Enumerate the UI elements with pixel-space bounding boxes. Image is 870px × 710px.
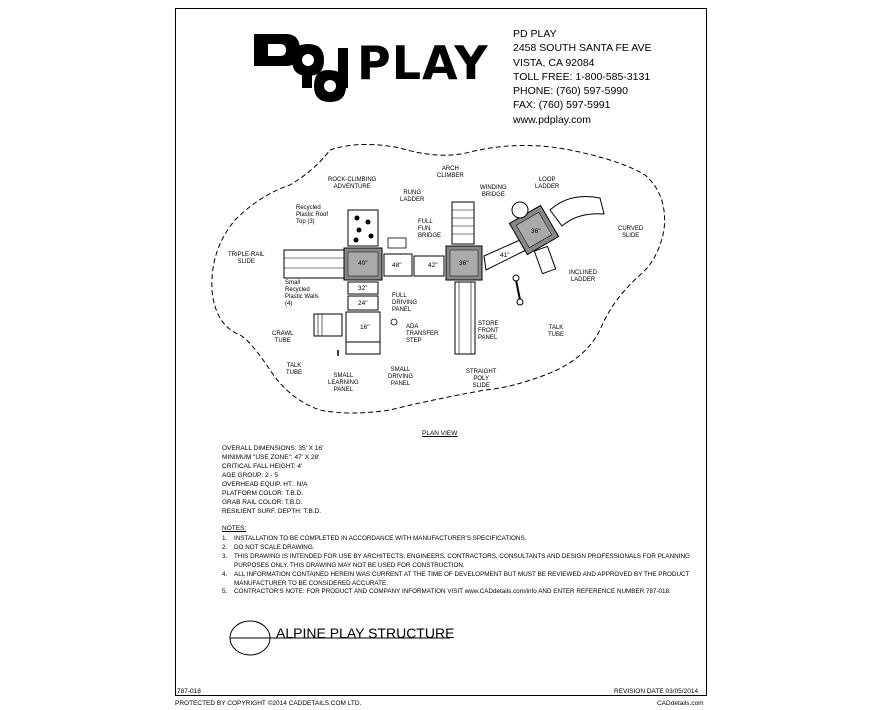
plan-view-caption: PLAN VIEW (422, 430, 458, 437)
inclined-ladder (533, 245, 557, 275)
spec-age-group: AGE GROUP: 2 - 5 (222, 472, 278, 479)
arch-climber (451, 201, 475, 245)
drawing-sheet-border (175, 8, 707, 696)
dim-deck-36-center: 36" (459, 260, 469, 267)
dim-deck-40: 40" (358, 260, 368, 267)
company-fax: FAX: (760) 597-5991 (513, 99, 611, 112)
company-tollfree: TOLL FREE: 1-800-585-3131 (513, 70, 651, 83)
pd-logo-mark (254, 34, 348, 102)
triple-rail-slide (283, 249, 347, 279)
straight-poly-slide (454, 281, 476, 355)
revision-date: REVISION DATE 03/05/2014 (614, 688, 699, 695)
spec-overhead-height: OVERHEAD EQUIP. HT.: N/A (222, 481, 308, 488)
company-info: PD PLAY 2458 SOUTH SANTA FE AVE VISTA, C… (513, 27, 652, 127)
spec-overall-dimensions: OVERALL DIMENSIONS: 35' X 16' (222, 445, 324, 452)
ada-icon (390, 318, 398, 326)
logo-play-text: PLAY (357, 36, 489, 90)
dim-deck-36-right: 36" (531, 228, 541, 235)
site-name: CADdetails.com (657, 700, 704, 707)
curved-slide (549, 196, 605, 227)
fun-bridge (383, 253, 413, 277)
note-item: 2.DO NOT SCALE DRAWING. (222, 543, 315, 551)
spec-list: OVERALL DIMENSIONS: 35' X 16' MINIMUM "U… (222, 444, 323, 516)
rock-climbing-wall (347, 209, 379, 247)
deck-42 (413, 255, 445, 277)
spec-grab-rail-color: GRAB RAIL COLOR: T.B.D. (222, 499, 303, 506)
dim-bridge-48: 48" (392, 262, 402, 269)
reference-number: 787-018 (177, 688, 201, 695)
spec-use-zone: MINIMUM "USE ZONE": 47' X 28' (222, 454, 320, 461)
dim-deck-16: 16" (360, 324, 370, 331)
notes-list: 1.INSTALLATION TO BE COMPLETED IN ACCORD… (222, 535, 692, 597)
spec-surface-depth: RESILIENT SURF. DEPTH: T.B.D. (222, 508, 322, 515)
title-symbol (229, 620, 450, 656)
spec-platform-color: PLATFORM COLOR: T.B.D. (222, 490, 304, 497)
company-name: PD PLAY (513, 28, 557, 40)
company-website: www.pdplay.com (513, 113, 592, 126)
note-item: 5.CONTRACTOR'S NOTE: FOR PRODUCT AND COM… (222, 588, 671, 596)
note-item: 4.ALL INFORMATION CONTAINED HEREIN WAS C… (222, 570, 690, 587)
note-item: 1.INSTALLATION TO BE COMPLETED IN ACCORD… (222, 535, 527, 542)
copyright-notice: PROTECTED BY COPYRIGHT ©2014 CADDETAILS.… (175, 700, 362, 707)
note-item: 3.THIS DRAWING IS INTENDED FOR USE BY AR… (222, 552, 690, 569)
use-zone-outline (211, 143, 666, 414)
company-phone: PHONE: (760) 597-5990 (513, 85, 628, 98)
loop-ladder (511, 201, 529, 219)
drawing-title: ALPINE PLAY STRUCTURE (276, 625, 455, 641)
dim-deck-24: 24" (358, 300, 368, 307)
dim-bridge-41: 41" (500, 252, 510, 259)
deck-16 (345, 311, 381, 343)
dim-deck-32: 32" (358, 285, 368, 292)
spec-fall-height: CRITICAL FALL HEIGHT: 4' (222, 463, 303, 470)
crawl-tube (313, 313, 343, 337)
notes-title: NOTES: (222, 525, 247, 532)
dim-deck-42: 42" (428, 262, 438, 269)
company-address: 2458 SOUTH SANTA FE AVE (513, 42, 652, 55)
deck-32 (347, 281, 379, 295)
deck-24 (347, 295, 379, 311)
company-city: VISTA, CA 92084 (513, 56, 595, 69)
